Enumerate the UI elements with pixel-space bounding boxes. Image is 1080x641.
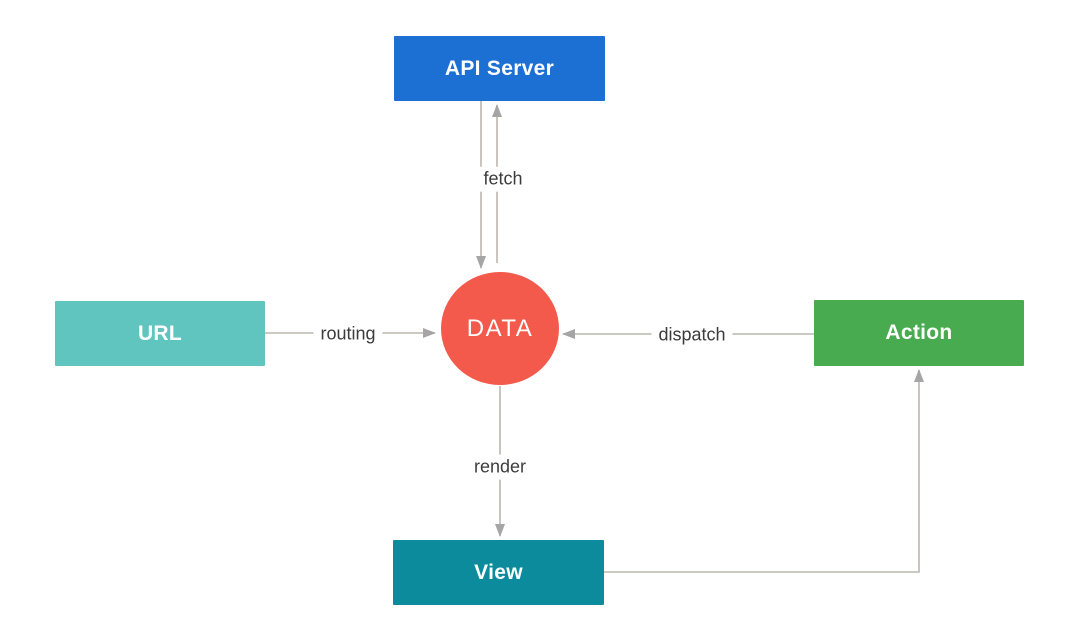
node-action-label: Action (885, 321, 953, 344)
node-data: DATA (441, 272, 559, 385)
edge-view-to-action-line (604, 369, 924, 573)
edge-label-dispatch: dispatch (651, 322, 733, 348)
edge-label-render: render (466, 454, 534, 480)
node-api-server-label: API Server (444, 56, 555, 80)
node-view-label: View (474, 560, 523, 584)
edge-label-routing: routing (313, 321, 383, 347)
node-data-label: DATA (466, 314, 534, 342)
node-url-label: URL (137, 321, 183, 345)
node-api-server: API Server (394, 36, 605, 101)
edge-label-fetch: fetch (476, 166, 530, 192)
node-url: URL (55, 301, 265, 366)
node-view: View (393, 540, 604, 605)
node-action: Action (814, 300, 1024, 366)
